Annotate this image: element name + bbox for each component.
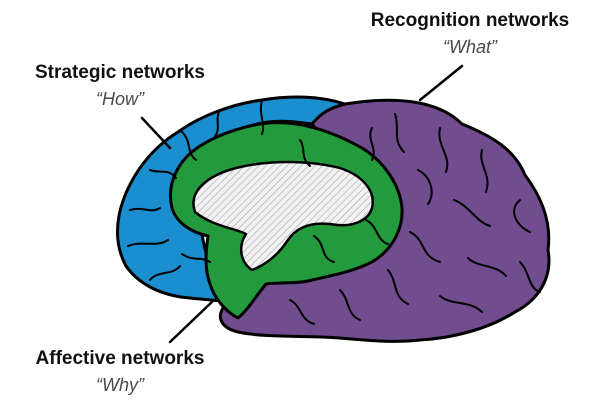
strategic-leader-line — [142, 118, 170, 148]
recognition-title: Recognition networks — [340, 10, 600, 32]
affective-leader-line — [170, 300, 214, 342]
strategic-title: Strategic networks — [0, 62, 240, 84]
affective-title: Affective networks — [0, 348, 240, 370]
recognition-leader-line — [420, 66, 462, 100]
affective-label: Affective networks “Why” — [0, 348, 240, 396]
affective-question: “Why” — [0, 375, 240, 396]
strategic-question: “How” — [0, 89, 240, 110]
recognition-question: “What” — [340, 37, 600, 58]
strategic-label: Strategic networks “How” — [0, 62, 240, 110]
recognition-label: Recognition networks “What” — [340, 10, 600, 58]
